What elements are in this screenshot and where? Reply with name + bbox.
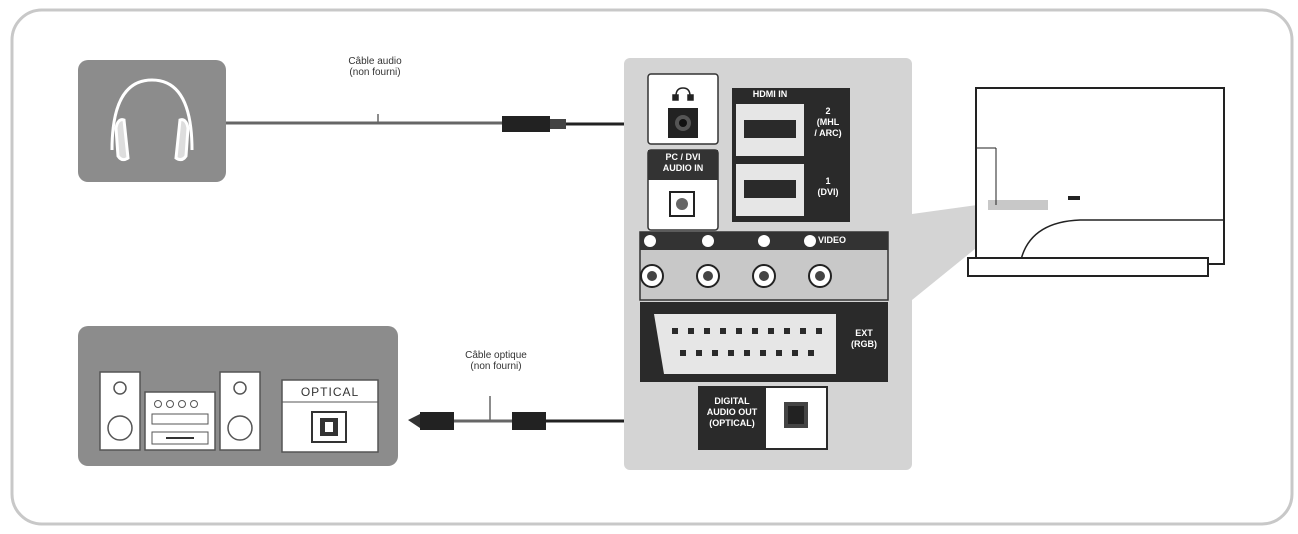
video-label: VIDEO xyxy=(818,235,847,245)
optical-device-label: OPTICAL xyxy=(300,385,360,399)
hdmi-2-label: 2 (MHL / ARC) xyxy=(814,106,842,138)
digital-audio-out-label: DIGITAL AUDIO OUT (OPTICAL) xyxy=(706,396,758,428)
rca-jacks xyxy=(640,264,832,288)
headphone-jack-icon xyxy=(672,87,694,101)
headphones-icon xyxy=(110,78,194,162)
hdmi-1-label: 1 (DVI) xyxy=(817,176,839,197)
tv-icon xyxy=(967,87,1225,277)
scart-pins xyxy=(672,328,822,356)
stereo-system-icon xyxy=(99,371,261,451)
ext-rgb-label: EXT (RGB) xyxy=(851,328,877,349)
pc-dvi-audio-in-label: PC / DVI AUDIO IN xyxy=(662,152,704,173)
optical-cable-label: Câble optique (non fourni) xyxy=(465,350,527,372)
audio-cable xyxy=(226,114,664,132)
hdmi-in-label: HDMI IN xyxy=(752,89,788,99)
headphones-box xyxy=(78,60,226,182)
audio-cable-label: Câble audio (non fourni) xyxy=(348,56,402,78)
